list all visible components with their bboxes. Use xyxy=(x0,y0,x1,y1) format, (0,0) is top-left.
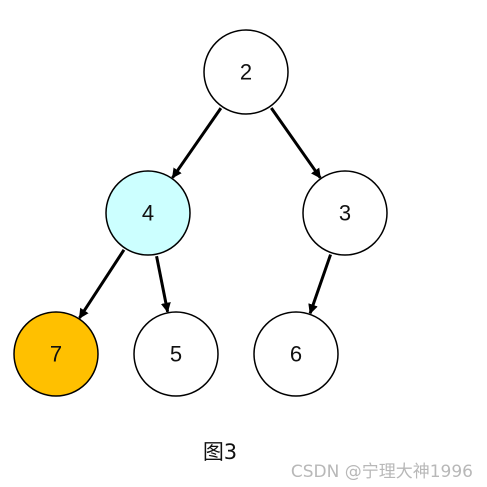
edges-layer xyxy=(78,107,332,319)
node-label: 3 xyxy=(339,201,351,226)
node-circle xyxy=(253,311,339,397)
node-circle xyxy=(302,170,388,256)
tree-node-n7: 7 xyxy=(13,311,99,397)
edge-arrow-n2-n4 xyxy=(171,107,223,179)
node-circle xyxy=(133,311,219,397)
node-circle xyxy=(13,311,99,397)
tree-node-n4: 4 xyxy=(105,170,191,256)
node-circle xyxy=(203,29,289,115)
tree-node-n6: 6 xyxy=(253,311,339,397)
node-label: 6 xyxy=(290,342,302,367)
tree-node-n2: 2 xyxy=(203,29,289,115)
edge-arrow-n3-n6 xyxy=(308,254,332,315)
nodes-layer: 2 4 3 7 5 6 xyxy=(13,29,388,397)
edge-arrow-n4-n7 xyxy=(78,249,126,319)
edge-arrow-n2-n3 xyxy=(270,107,322,179)
tree-node-n5: 5 xyxy=(133,311,219,397)
node-label: 2 xyxy=(240,60,252,85)
node-circle xyxy=(105,170,191,256)
node-label: 7 xyxy=(50,342,62,367)
node-label: 4 xyxy=(142,201,154,226)
figure-caption: 图3 xyxy=(202,440,238,464)
tree-node-n3: 3 xyxy=(302,170,388,256)
node-label: 5 xyxy=(170,342,182,367)
edge-arrow-n4-n5 xyxy=(155,255,171,313)
csdn-watermark: CSDN @宁理大神1996 xyxy=(290,462,473,482)
